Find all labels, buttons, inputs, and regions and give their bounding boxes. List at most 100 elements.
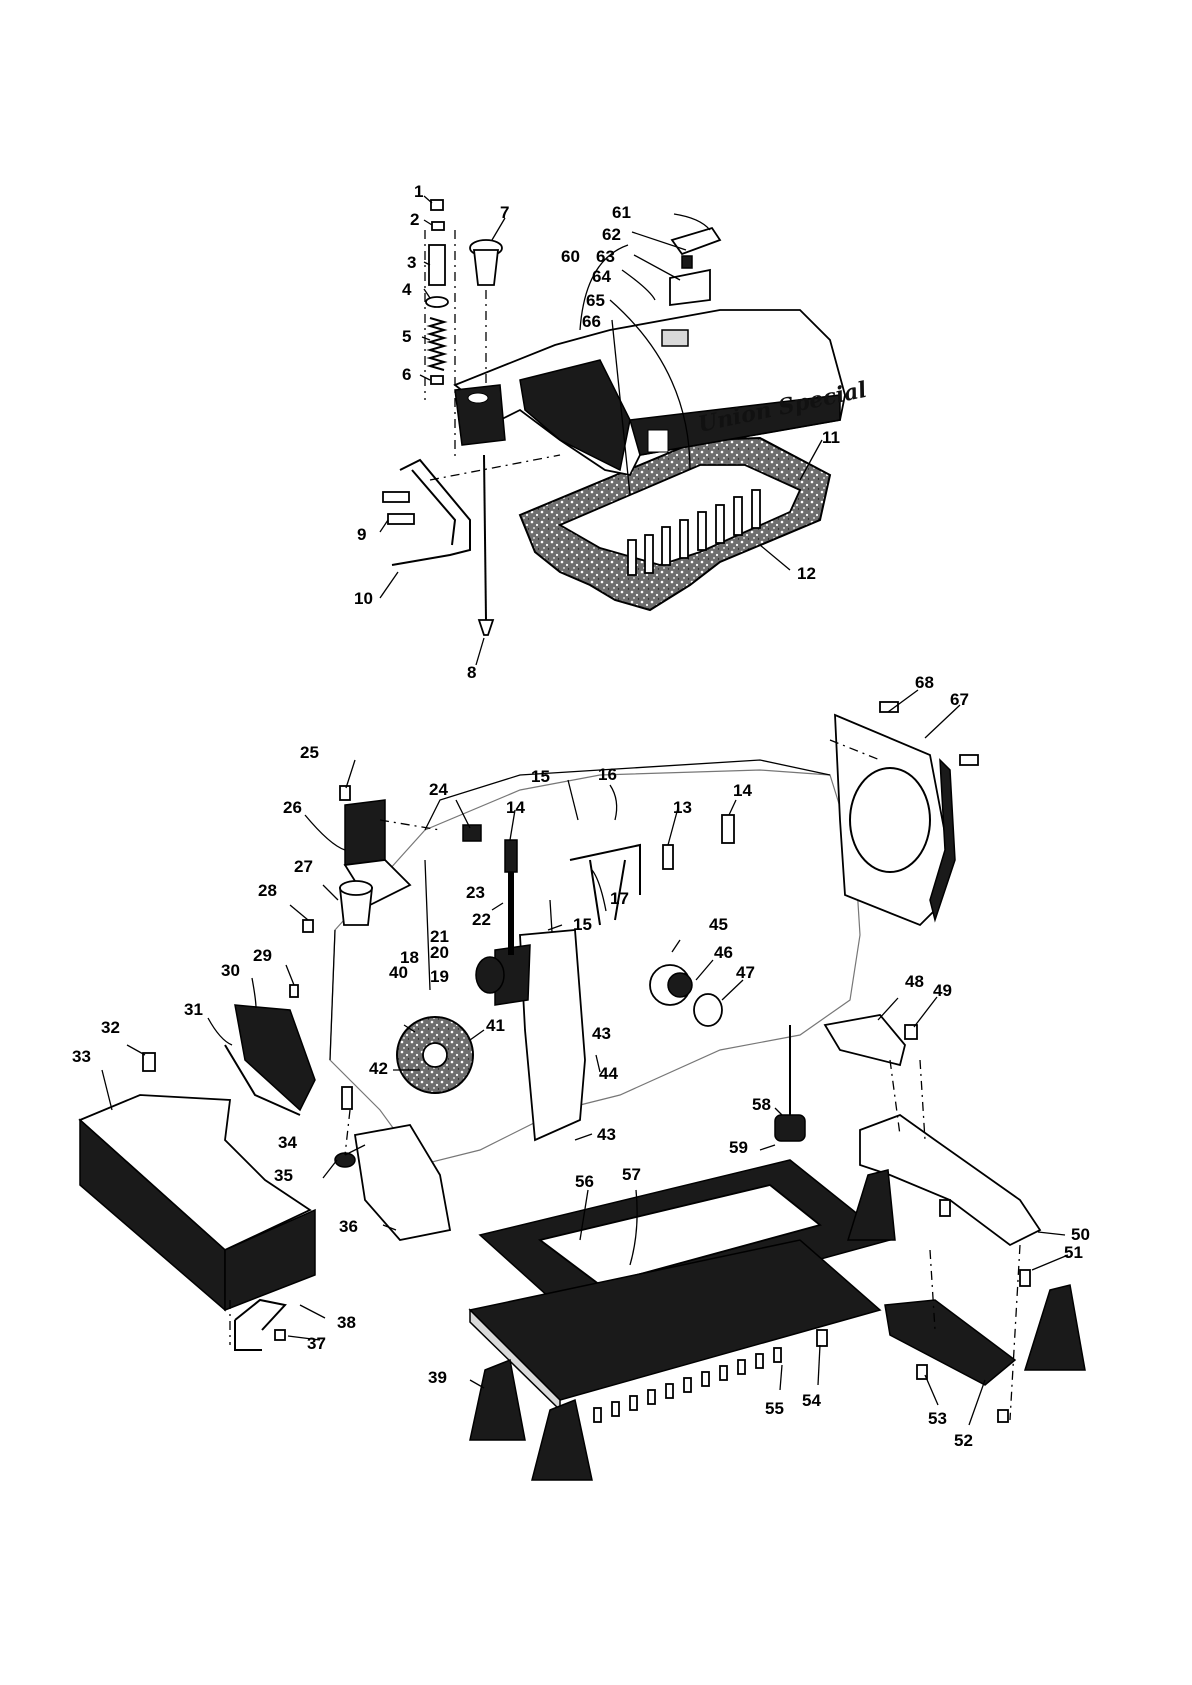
callout-31: 31 bbox=[184, 1000, 203, 1019]
thread-knob-body bbox=[474, 250, 498, 285]
foot-right-b bbox=[1025, 1285, 1085, 1370]
post-14-right bbox=[722, 815, 734, 843]
callout-44: 44 bbox=[599, 1064, 618, 1083]
callout-53: 53 bbox=[928, 1409, 947, 1428]
callout-61: 61 bbox=[612, 203, 631, 222]
callout-43b: 43 bbox=[597, 1125, 616, 1144]
frame-body bbox=[330, 770, 860, 1165]
callout-2: 2 bbox=[410, 210, 419, 229]
callout-36: 36 bbox=[339, 1217, 358, 1236]
callout-38: 38 bbox=[337, 1313, 356, 1332]
callout-49: 49 bbox=[933, 981, 952, 1000]
callout-65: 65 bbox=[586, 291, 605, 310]
callout-22: 22 bbox=[472, 910, 491, 929]
callout-14b: 14 bbox=[733, 781, 752, 800]
weight-59 bbox=[775, 1115, 805, 1141]
callout-37: 37 bbox=[307, 1334, 326, 1353]
cover-window bbox=[662, 330, 688, 346]
callout-59: 59 bbox=[729, 1138, 748, 1157]
screw-28 bbox=[303, 920, 313, 932]
thumb-screw-stack bbox=[426, 200, 448, 384]
callout-28: 28 bbox=[258, 881, 277, 900]
callout-63: 63 bbox=[596, 247, 615, 266]
callout-24: 24 bbox=[429, 780, 448, 799]
bracket-48 bbox=[825, 1015, 905, 1065]
callout-29: 29 bbox=[253, 946, 272, 965]
callout-60: 60 bbox=[561, 247, 580, 266]
callout-10: 10 bbox=[354, 589, 373, 608]
cover-30 bbox=[235, 1005, 315, 1110]
callout-25: 25 bbox=[300, 743, 319, 762]
callout-30: 30 bbox=[221, 961, 240, 980]
callout-1: 1 bbox=[414, 182, 423, 201]
thread-rod-tip bbox=[479, 620, 493, 635]
callout-41: 41 bbox=[486, 1016, 505, 1035]
callout-56: 56 bbox=[575, 1172, 594, 1191]
callout-48: 48 bbox=[905, 972, 924, 991]
callout-26: 26 bbox=[283, 798, 302, 817]
callout-8: 8 bbox=[467, 663, 476, 682]
callout-58: 58 bbox=[752, 1095, 771, 1114]
screw-67b bbox=[960, 755, 978, 765]
screw-51b bbox=[940, 1200, 950, 1216]
callout-34: 34 bbox=[278, 1133, 297, 1152]
bar-52 bbox=[885, 1300, 1015, 1385]
looper-gear-hub bbox=[423, 1043, 447, 1067]
callout-14a: 14 bbox=[506, 798, 525, 817]
callout-51: 51 bbox=[1064, 1243, 1083, 1262]
callout-40: 40 bbox=[389, 963, 408, 982]
latch-plate bbox=[672, 228, 720, 254]
screw-54 bbox=[817, 1330, 827, 1346]
screw-25 bbox=[340, 786, 350, 800]
screw-51 bbox=[1020, 1270, 1030, 1286]
callout-16: 16 bbox=[598, 765, 617, 784]
foot-left-b bbox=[532, 1400, 592, 1480]
callout-66: 66 bbox=[582, 312, 601, 331]
post-14-left bbox=[505, 840, 517, 872]
callout-15b: 15 bbox=[573, 915, 592, 934]
callout-5: 5 bbox=[402, 327, 411, 346]
callout-64: 64 bbox=[592, 267, 611, 286]
screw-37 bbox=[275, 1330, 285, 1340]
callout-4: 4 bbox=[402, 280, 412, 299]
screw-32 bbox=[143, 1053, 155, 1071]
latch-spring bbox=[682, 256, 692, 268]
thread-rod bbox=[484, 455, 486, 620]
callout-33: 33 bbox=[72, 1047, 91, 1066]
tension-disc bbox=[476, 957, 504, 993]
callout-54: 54 bbox=[802, 1391, 821, 1410]
screw-49 bbox=[905, 1025, 917, 1039]
thread-guide-bracket bbox=[392, 460, 470, 565]
callout-62: 62 bbox=[602, 225, 621, 244]
callout-35: 35 bbox=[274, 1166, 293, 1185]
callout-17: 17 bbox=[610, 889, 629, 908]
callout-39: 39 bbox=[428, 1368, 447, 1387]
callout-52: 52 bbox=[954, 1431, 973, 1450]
callout-11: 11 bbox=[822, 428, 840, 447]
callout-55: 55 bbox=[765, 1399, 784, 1418]
callout-45: 45 bbox=[709, 915, 728, 934]
callout-23: 23 bbox=[466, 883, 485, 902]
post-hole bbox=[468, 393, 488, 403]
callout-32: 32 bbox=[101, 1018, 120, 1037]
bracket-guide bbox=[430, 455, 560, 480]
callout-3: 3 bbox=[407, 253, 416, 272]
callout-12: 12 bbox=[797, 564, 816, 583]
callout-47: 47 bbox=[736, 963, 755, 982]
callout-27: 27 bbox=[294, 857, 313, 876]
callout-6: 6 bbox=[402, 365, 411, 384]
callout-19: 19 bbox=[430, 967, 449, 986]
guide-post bbox=[508, 870, 514, 955]
screw-13 bbox=[663, 845, 673, 869]
callout-43a: 43 bbox=[592, 1024, 611, 1043]
bushing-27-top bbox=[340, 881, 372, 895]
screw-52b bbox=[998, 1410, 1008, 1422]
screw-29 bbox=[290, 985, 298, 997]
port-cover bbox=[668, 973, 692, 997]
callout-7: 7 bbox=[500, 203, 509, 222]
callout-42: 42 bbox=[369, 1059, 388, 1078]
screw-34 bbox=[342, 1087, 352, 1109]
bracket-screw-a bbox=[383, 492, 409, 502]
port-gasket bbox=[694, 994, 722, 1026]
